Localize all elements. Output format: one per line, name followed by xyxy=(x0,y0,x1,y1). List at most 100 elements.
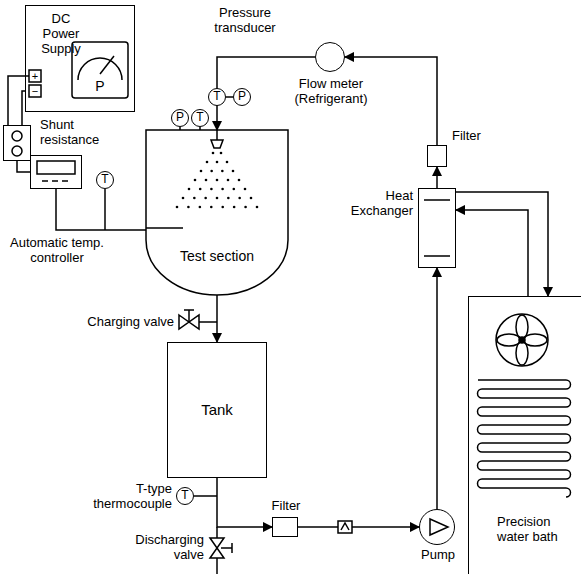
spray-droplet xyxy=(244,188,247,191)
shunt-resistance-box: Shunt resistance xyxy=(3,125,31,161)
pipe-connector xyxy=(298,526,419,528)
spray-nozzle xyxy=(211,130,223,148)
pipe-connector xyxy=(436,167,438,188)
pump: Pump xyxy=(419,509,455,545)
terminal-sign: + xyxy=(29,70,41,82)
spray-droplet xyxy=(227,179,230,182)
spray-droplet xyxy=(256,206,259,209)
spray-droplet xyxy=(227,197,230,200)
node-label: Filter xyxy=(452,129,496,144)
wire xyxy=(56,189,146,230)
pipe-connector xyxy=(217,478,272,527)
pipe-connector xyxy=(216,295,218,342)
valve-handle xyxy=(184,310,194,322)
terminal-sign: − xyxy=(29,85,41,97)
meter-needle xyxy=(100,56,114,74)
node-text: Tank xyxy=(201,401,233,418)
shunt-terminal xyxy=(12,146,22,156)
node-label: Pump xyxy=(413,548,463,563)
heat-exchanger: Heat Exchanger xyxy=(418,188,456,268)
part-label: T-type thermocouple xyxy=(78,482,172,512)
test-section-vessel: Test section xyxy=(146,130,288,295)
spray-droplet xyxy=(250,197,253,200)
spray-droplet xyxy=(216,179,219,182)
flow-meter: Flow meter (Refrigerant) xyxy=(315,42,345,72)
node-text: T xyxy=(181,489,188,503)
spray-droplet xyxy=(182,197,185,200)
node-label: Heat Exchanger xyxy=(345,189,413,219)
part-label: Charging valve xyxy=(72,315,174,330)
meter-scale xyxy=(78,58,122,80)
fan-blade xyxy=(523,334,547,346)
spray-droplet xyxy=(238,179,241,182)
temp-controller-box: Automatic temp. controller xyxy=(30,155,82,189)
spray-droplet xyxy=(176,206,179,209)
pressure-sensor: P xyxy=(171,109,189,127)
spray-droplet xyxy=(244,206,247,209)
terminal xyxy=(29,70,41,82)
spray-droplet xyxy=(210,188,213,191)
spray-droplet xyxy=(194,179,197,182)
spray-droplet xyxy=(200,170,203,173)
part-label: Discharging valve xyxy=(120,533,204,563)
wire xyxy=(17,161,30,172)
node-label: Filter xyxy=(264,499,308,514)
spray-droplet xyxy=(199,206,202,209)
node-text: P xyxy=(238,90,246,104)
node-label: Flow meter (Refrigerant) xyxy=(286,77,376,107)
node-label: P xyxy=(92,78,108,94)
filter-box: Filter xyxy=(272,517,298,537)
spray-droplet xyxy=(232,170,235,173)
pipe-connector xyxy=(456,210,528,296)
spray-droplet xyxy=(210,206,213,209)
node-label: Precision water bath xyxy=(497,515,579,545)
pressure-sensor: P xyxy=(233,88,251,106)
spray-droplet xyxy=(221,170,224,173)
node-text: T xyxy=(196,111,203,125)
inline-valve-mark xyxy=(341,523,349,530)
fan-hub xyxy=(519,337,525,343)
pipe xyxy=(199,321,217,323)
spray-droplet xyxy=(233,188,236,191)
pipe-connector xyxy=(456,192,548,296)
filter-box: Filter xyxy=(427,145,447,167)
terminal xyxy=(29,85,41,97)
temperature-sensor: T xyxy=(96,171,114,189)
fan-blade xyxy=(497,334,521,346)
node-label: DC Power Supply xyxy=(32,12,90,57)
node-text: P xyxy=(176,111,184,125)
temperature-sensor: T xyxy=(208,88,226,106)
tank-box: Tank xyxy=(167,342,267,478)
controller-display xyxy=(37,161,75,174)
spray-droplet xyxy=(233,206,236,209)
spray-droplet xyxy=(210,170,213,173)
spray-droplet xyxy=(221,206,224,209)
power-supply-box: DC Power SupplyP xyxy=(25,5,135,112)
controller-keys xyxy=(42,180,68,182)
spray-droplet xyxy=(206,161,209,164)
water-bath: Precision water bath xyxy=(468,296,581,574)
spray-droplet xyxy=(204,197,207,200)
heater-wire xyxy=(146,227,183,229)
node-text: T xyxy=(213,90,220,104)
vessel-outline xyxy=(146,130,288,295)
pipe-connector xyxy=(436,268,438,509)
sensor-stem xyxy=(104,189,106,230)
shunt-terminal xyxy=(12,131,22,141)
node-text: T xyxy=(101,173,108,187)
spray-droplet xyxy=(193,197,196,200)
heat-exchanger-baffle xyxy=(424,200,450,256)
temperature-sensor: T xyxy=(176,487,194,505)
pump-symbol xyxy=(430,519,448,535)
sensor-stem xyxy=(226,96,233,98)
valve-handle xyxy=(221,543,232,553)
spray-droplet xyxy=(216,161,219,164)
spray xyxy=(176,152,259,209)
temperature-sensor: T xyxy=(191,109,209,127)
spray-droplet xyxy=(187,206,190,209)
spray-droplet xyxy=(220,152,223,155)
spray-droplet xyxy=(188,188,191,191)
